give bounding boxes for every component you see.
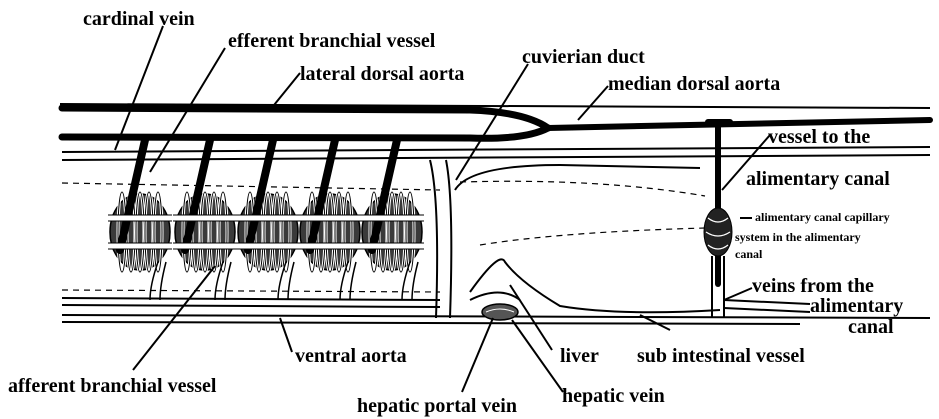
label-efferent-branchial-vessel: efferent branchial vessel: [228, 30, 436, 52]
hepatic-portal-vein-vessel: [482, 304, 518, 320]
label-lateral-dorsal-aorta: lateral dorsal aorta: [300, 63, 464, 85]
label-cuvierian-duct: cuvierian duct: [522, 46, 645, 68]
ventral-aorta-vessel: [62, 298, 440, 307]
label-median-dorsal-aorta: median dorsal aorta: [608, 73, 780, 95]
cuvierian-duct-vessel: [430, 160, 451, 318]
cardinal-vein-vessel: [62, 147, 930, 160]
label-capillary-line3: canal: [735, 247, 763, 261]
label-veins-alimentary: alimentary: [810, 295, 903, 317]
label-liver: liver: [560, 345, 599, 367]
label-veins-canal: canal: [848, 316, 894, 338]
label-hepatic-portal-vein: hepatic portal vein: [357, 395, 517, 417]
label-capillary-line2: system in the alimentary: [735, 230, 861, 244]
label-cardinal-vein: cardinal vein: [83, 8, 195, 30]
label-ventral-aorta: ventral aorta: [295, 345, 407, 367]
median-dorsal-aorta-vessel: [548, 120, 930, 128]
lateral-dorsal-aorta-vessel: [62, 108, 548, 138]
label-vessel-to-the: vessel to the: [768, 126, 870, 148]
label-afferent-branchial-vessel: afferent branchial vessel: [8, 375, 217, 397]
label-alimentary-canal: alimentary canal: [746, 168, 890, 190]
label-hepatic-vein: hepatic vein: [562, 385, 665, 407]
label-capillary-line1: alimentary canal capillary: [755, 210, 890, 224]
label-sub-intestinal-vessel: sub intestinal vessel: [637, 345, 805, 367]
label-veins-from-the: veins from the: [752, 275, 874, 297]
capillary-system: [704, 208, 732, 256]
